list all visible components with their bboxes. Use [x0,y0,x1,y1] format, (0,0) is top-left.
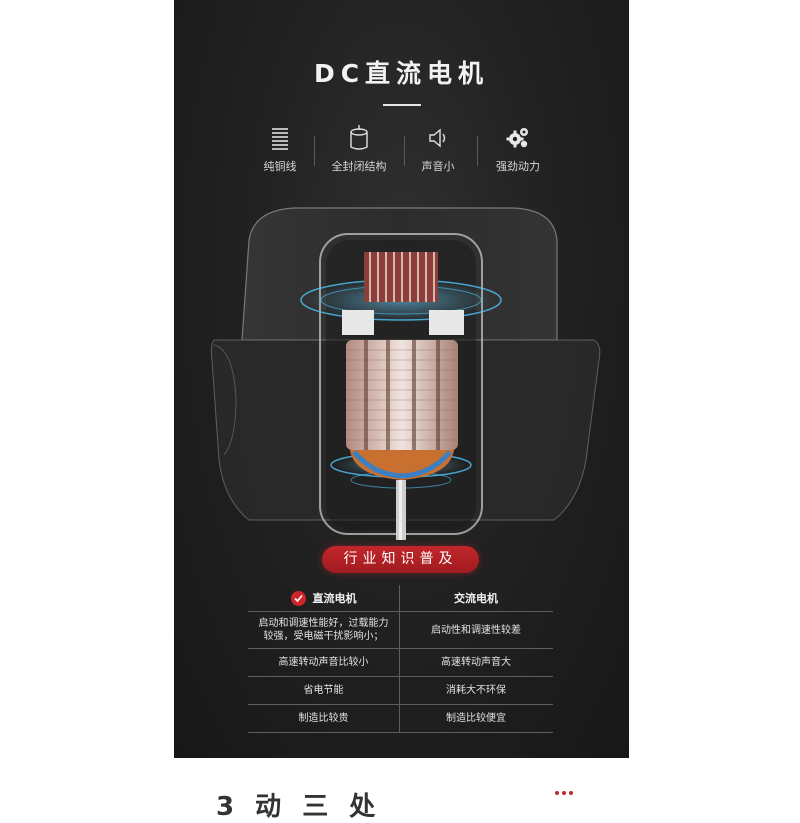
feature-label: 声音小 [421,160,455,173]
dot [569,791,573,795]
speaker-icon [429,128,446,148]
dot [562,791,566,795]
dc-cell: 启动和调速性能好，过载能力较强，受电磁干扰影响小； [248,612,400,648]
table-row: 制造比较贵 制造比较便宜 [248,705,553,733]
feature-label: 强劲动力 [496,160,540,173]
table-row: 高速转动声音比较小 高速转动声音大 [248,649,553,677]
feature-copper: 纯铜线 [235,124,325,174]
dc-cell: 制造比较贵 [248,705,400,732]
dc-header-cell: 直流电机 [248,585,400,611]
ac-cell: 制造比较便宜 [446,713,506,724]
gears-icon [506,128,528,148]
feature-label: 纯铜线 [263,160,297,173]
table-row: 省电节能 消耗大不环保 [248,677,553,705]
section-title: DC直流电机 [313,59,490,88]
feature-power: 强劲动力 [473,124,563,174]
motor-illustration [210,207,601,540]
next-section-heading: 3 动 三 处 [216,792,382,822]
check-icon [290,590,306,606]
ac-cell: 消耗大不环保 [446,685,506,696]
divider [314,136,315,166]
product-panel: DC直流电机 纯铜线 全封闭结构 [174,0,629,758]
divider [404,136,405,166]
page: DC直流电机 纯铜线 全封闭结构 [174,0,629,822]
dc-cell: 高速转动声音比较小 [248,649,400,676]
divider [477,136,478,166]
feature-quiet: 声音小 [393,124,483,174]
feature-sealed: 全封闭结构 [314,124,404,174]
table-row: 启动和调速性能好，过载能力较强，受电磁干扰影响小； 启动性和调速性较差 [248,612,553,649]
ac-cell: 启动性和调速性较差 [431,624,521,636]
ac-cell: 高速转动声音大 [441,657,511,668]
dc-header: 直流电机 [312,591,357,605]
feature-label: 全封闭结构 [331,160,387,173]
table-header-row: 直流电机 交流电机 [248,585,553,612]
dc-cell: 省电节能 [248,677,400,704]
comparison-table: 直流电机 交流电机 启动和调速性能好，过载能力较强，受电磁干扰影响小； 启动性和… [248,585,553,733]
ac-header: 交流电机 [454,591,498,605]
copper-coil-icon [272,128,288,150]
sealed-cylinder-icon [350,125,368,150]
dot [555,791,559,795]
industry-knowledge-badge: 行业知识普及 [322,546,479,573]
title-divider [383,104,421,106]
